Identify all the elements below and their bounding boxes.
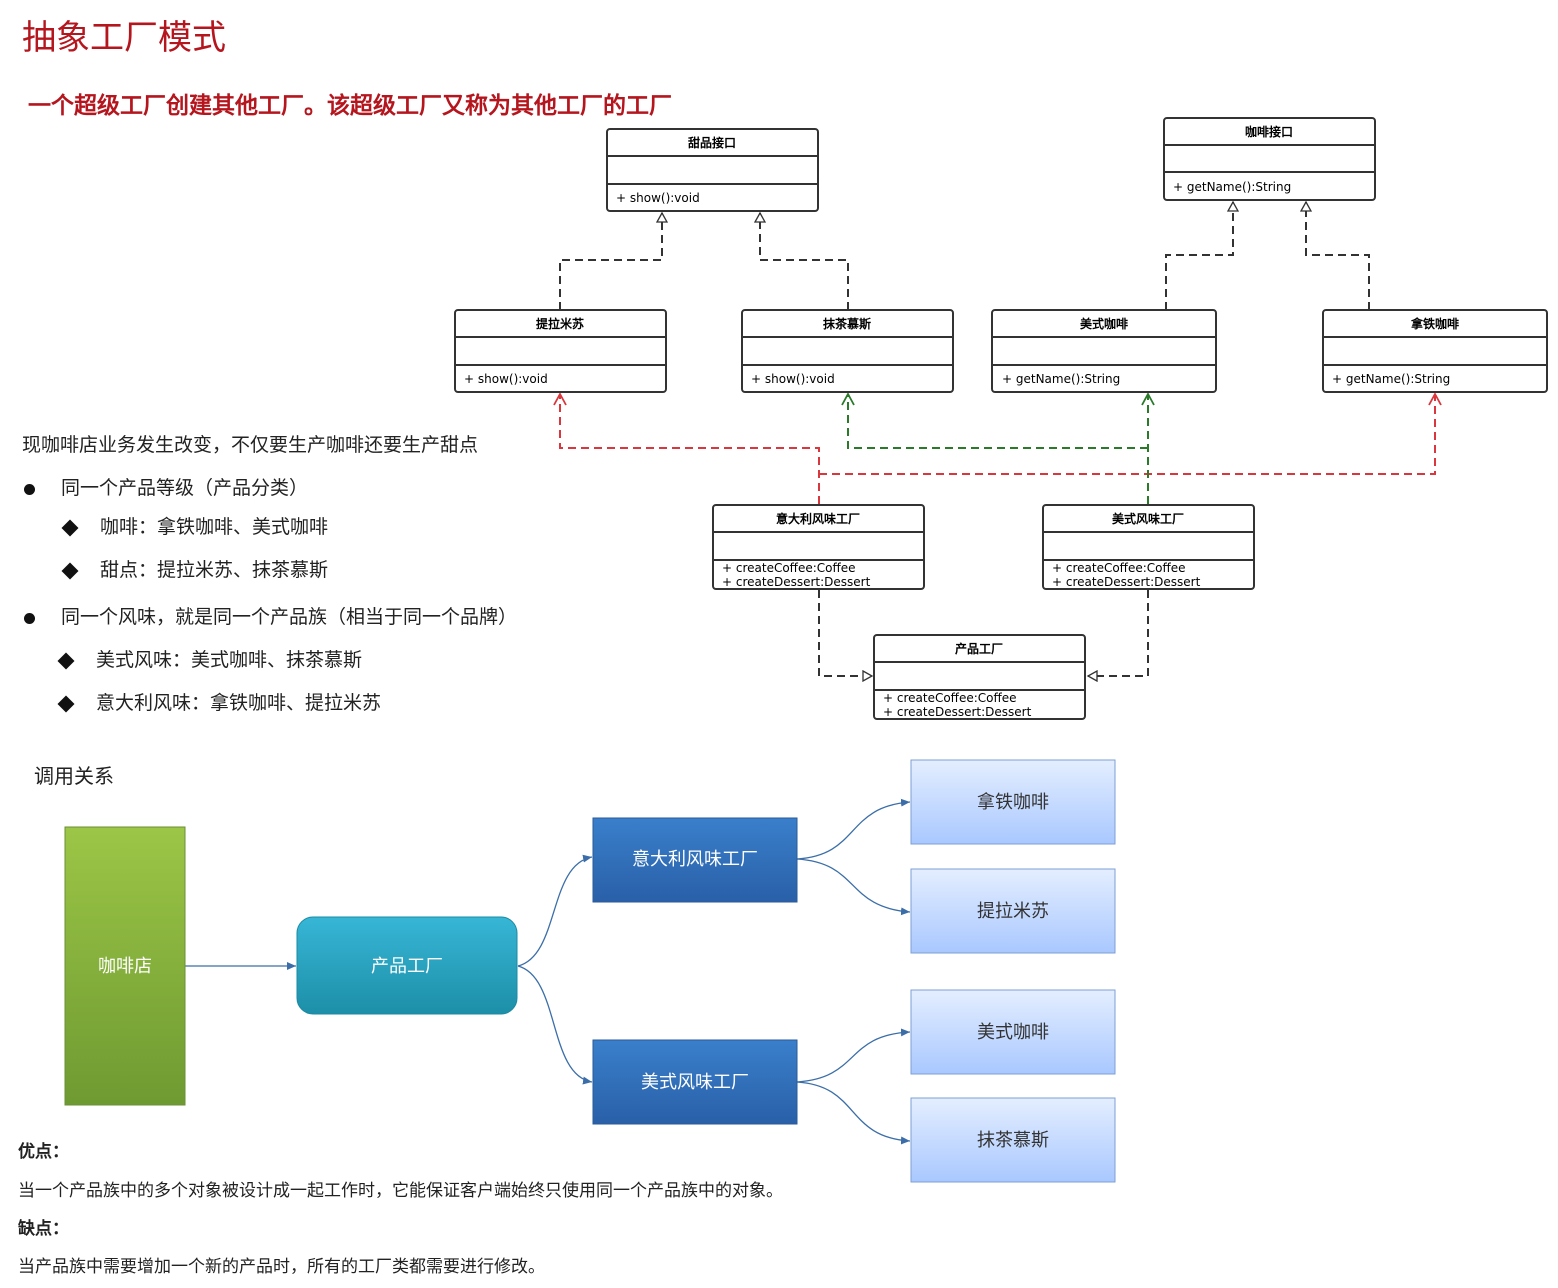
pros-text: 当一个产品族中的多个对象被设计成一起工作时，它能保证客户端始终只使用同一个产品族…	[18, 1181, 783, 1201]
intro-text: 现咖啡店业务发生改变，不仅要生产咖啡还要生产甜点	[22, 434, 479, 456]
class-american-coffee: 美式咖啡 + getName():String	[991, 309, 1217, 393]
class-name: 美式风味工厂	[1112, 511, 1184, 526]
node-label: 意大利风味工厂	[632, 849, 758, 870]
call-diagram: 咖啡店 产品工厂 意大利风味工厂 美式风味工厂 拿铁咖啡 提拉米苏 美式咖啡 抹…	[64, 759, 1116, 1183]
class-name: 产品工厂	[955, 641, 1003, 656]
sub-bullet-italy-flavor: 意大利风味：拿铁咖啡、提拉米苏	[57, 688, 381, 715]
coffee-shop-node: 咖啡店	[64, 826, 186, 1106]
italy-latte-dependency	[819, 392, 1442, 475]
uml-diagram: 甜品接口 + show():void 咖啡接口 + getName():Stri…	[454, 117, 1548, 720]
bullet-product-level: 同一个产品等级（产品分类）	[24, 473, 308, 500]
class-dessert-interface: 甜品接口 + show():void	[606, 128, 819, 212]
node-label: 美式咖啡	[977, 1022, 1049, 1043]
class-name: 意大利风味工厂	[776, 511, 860, 526]
sub-bullet-dessert: 甜点：提拉米苏、抹茶慕斯	[61, 555, 328, 582]
diamond-icon	[57, 695, 75, 713]
class-latte-coffee: 拿铁咖啡 + getName():String	[1322, 309, 1548, 393]
class-italy-factory: 意大利风味工厂 + createCoffee:Coffee + createDe…	[712, 504, 925, 590]
tiramisu-realization-line	[559, 213, 662, 310]
diamond-icon	[61, 562, 79, 580]
class-matcha-mousse: 抹茶慕斯 + show():void	[741, 309, 954, 393]
node-label: 美式风味工厂	[641, 1072, 749, 1093]
class-method: + show():void	[616, 191, 700, 205]
matcha-realization-line	[760, 213, 849, 310]
node-label: 咖啡店	[98, 956, 152, 977]
class-name: 提拉米苏	[536, 316, 584, 331]
class-method: + getName():String	[1002, 372, 1120, 386]
usa-to-american-connector	[796, 1028, 911, 1083]
class-usa-factory: 美式风味工厂 + createCoffee:Coffee + createDes…	[1042, 504, 1255, 590]
latte-realization-line	[1306, 202, 1370, 310]
pros-label: 优点：	[18, 1142, 69, 1162]
class-method: + createCoffee:Coffee	[722, 561, 856, 575]
usa-to-matcha-connector	[796, 1081, 911, 1145]
latte-node: 拿铁咖啡	[910, 759, 1116, 845]
matcha-node: 抹茶慕斯	[910, 1097, 1116, 1183]
class-name: 美式咖啡	[1080, 316, 1128, 331]
diamond-icon	[57, 652, 75, 670]
class-coffee-interface: 咖啡接口 + getName():String	[1163, 117, 1376, 201]
sub-bullet-american-flavor: 美式风味：美式咖啡、抹茶慕斯	[57, 645, 362, 672]
italy-realization-line	[818, 590, 872, 676]
class-method: + createCoffee:Coffee	[1052, 561, 1186, 575]
class-name: 拿铁咖啡	[1410, 316, 1459, 331]
class-method: + createCoffee:Coffee	[883, 691, 1017, 705]
cons-label: 缺点：	[18, 1219, 69, 1239]
bullet-dot-icon	[24, 612, 35, 624]
node-label: 产品工厂	[371, 956, 443, 977]
italy-tiramisu-dependency	[553, 392, 820, 504]
bullet-product-family: 同一个风味，就是同一个产品族（相当于同一个品牌）	[24, 602, 517, 629]
american-realization-line	[1165, 202, 1233, 310]
usa-factory-node: 美式风味工厂	[592, 1039, 798, 1125]
factory-to-italy-connector	[517, 854, 593, 967]
american-node: 美式咖啡	[910, 989, 1116, 1075]
italy-to-latte-connector	[796, 798, 911, 860]
italy-factory-node: 意大利风味工厂	[592, 817, 798, 903]
factory-to-usa-connector	[517, 965, 593, 1085]
class-method: + show():void	[751, 372, 835, 386]
cons-text: 当产品族中需要增加一个新的产品时，所有的工厂类都需要进行修改。	[18, 1257, 545, 1277]
class-method: + createDessert:Dessert	[1052, 575, 1201, 589]
class-method: + getName():String	[1173, 180, 1291, 194]
class-name: 抹茶慕斯	[823, 316, 871, 331]
node-label: 提拉米苏	[977, 901, 1049, 922]
class-tiramisu: 提拉米苏 + show():void	[454, 309, 667, 393]
class-method: + createDessert:Dessert	[722, 575, 871, 589]
class-method: + createDessert:Dessert	[883, 705, 1032, 719]
tiramisu-node: 提拉米苏	[910, 868, 1116, 954]
class-name: 甜品接口	[688, 135, 736, 150]
usa-matcha-dependency	[841, 392, 1148, 449]
italy-to-tiramisu-connector	[796, 858, 911, 916]
product-factory-node: 产品工厂	[296, 916, 518, 1015]
diamond-icon	[61, 519, 79, 537]
node-label: 拿铁咖啡	[977, 791, 1049, 813]
class-product-factory: 产品工厂 + createCoffee:Coffee + createDesse…	[873, 634, 1086, 720]
call-diagram-title: 调用关系	[34, 764, 114, 788]
sub-bullet-coffee: 咖啡：拿铁咖啡、美式咖啡	[61, 512, 328, 539]
class-method: + show():void	[464, 372, 548, 386]
bullet-dot-icon	[24, 483, 35, 495]
class-name: 咖啡接口	[1245, 124, 1293, 139]
page-subtitle: 一个超级工厂创建其他工厂。该超级工厂又称为其他工厂的工厂	[28, 92, 672, 119]
node-label: 抹茶慕斯	[977, 1130, 1049, 1151]
page-title: 抽象工厂模式	[22, 18, 226, 58]
usa-realization-line	[1088, 590, 1149, 676]
class-method: + getName():String	[1332, 372, 1450, 386]
